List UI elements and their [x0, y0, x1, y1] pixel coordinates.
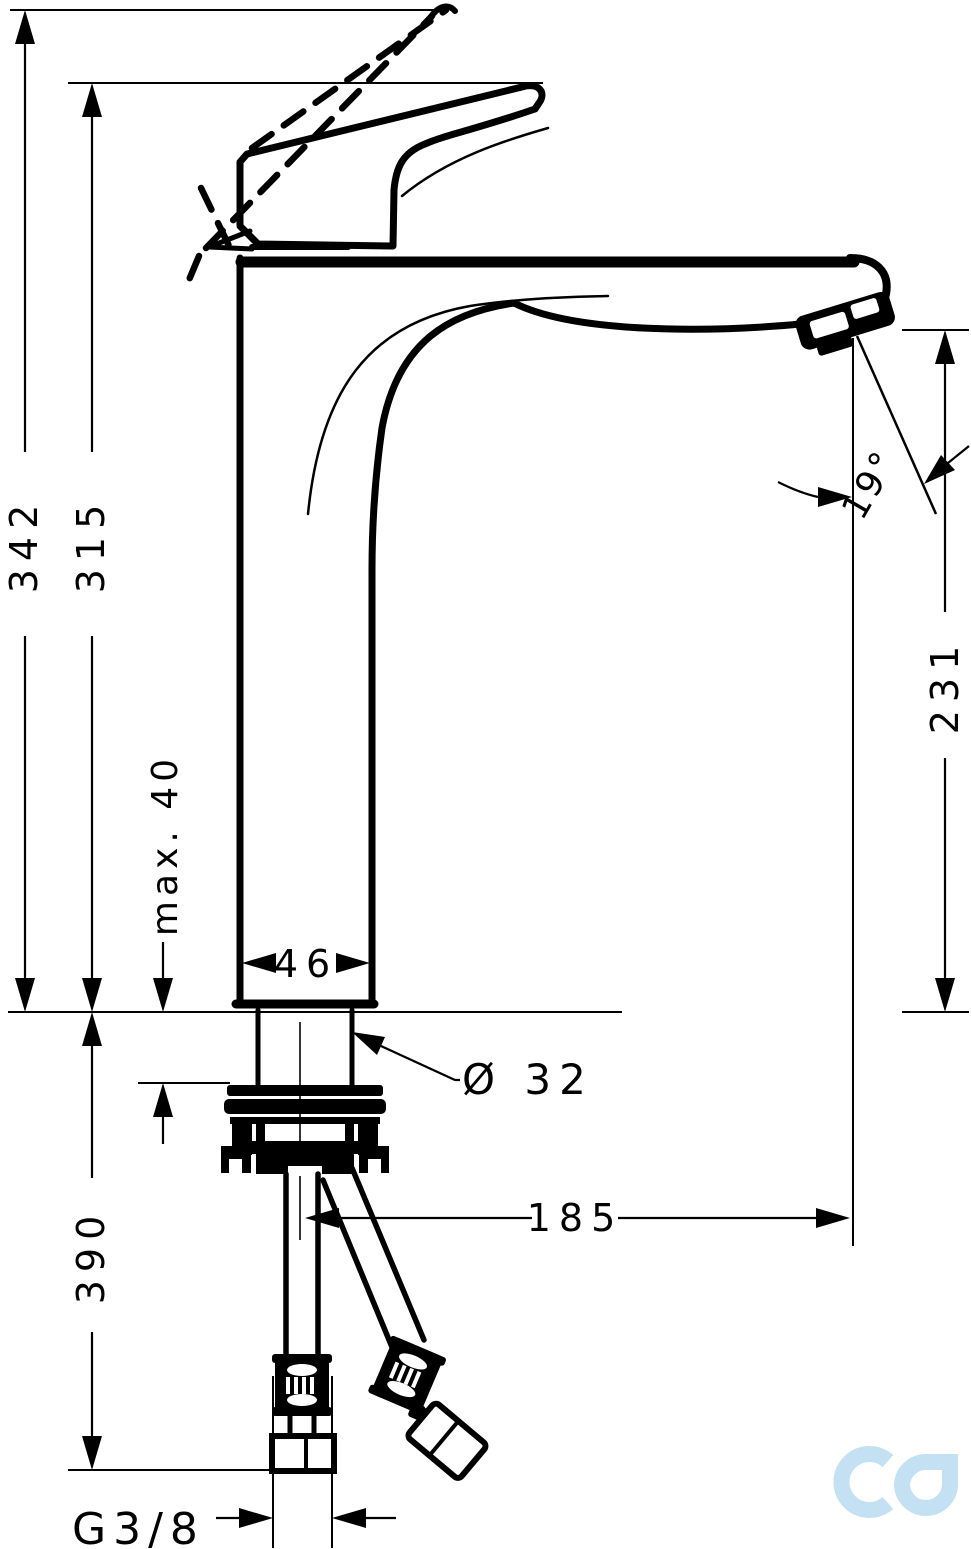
- arrow-left-185: [305, 1208, 339, 1228]
- aerator-lip: [816, 336, 854, 356]
- label-body-width: 46: [274, 942, 338, 986]
- dashed-lever-upper: [248, 6, 450, 152]
- label-connection-thread: G3/8: [72, 1504, 205, 1549]
- label-max-mounting-thickness: max. 40: [145, 754, 186, 936]
- hose-left-tube: [283, 1171, 321, 1359]
- hose-left-neck: [287, 1413, 317, 1439]
- arrow-up-342: [15, 10, 35, 44]
- arrow-up-315: [82, 83, 102, 117]
- outlet-angle-line: [855, 335, 938, 515]
- label-hole-diameter: Ø 32: [462, 1055, 594, 1104]
- dashed-base-tail: [180, 252, 203, 296]
- leader-angle-left: [777, 481, 819, 499]
- arrow-angle-left: [818, 487, 852, 507]
- label-hose-length: 390: [69, 1208, 113, 1305]
- hose-right-tube: [320, 1165, 427, 1355]
- dimension-overall-height: 342: [2, 10, 46, 1012]
- aerator-slot-2: [850, 298, 880, 319]
- handle-accent-curve: [400, 126, 550, 198]
- mounting-hardware: [221, 1085, 389, 1176]
- hose-left-braid: [272, 1354, 332, 1416]
- arrow-thread-left: [239, 1508, 273, 1528]
- arrow-up-max40: [153, 1083, 173, 1117]
- arrow-down-231: [935, 978, 955, 1012]
- watermark-c-shape: [833, 1446, 894, 1518]
- dimension-spout-reach: 185: [305, 1196, 850, 1240]
- shank-and-hardware: [221, 1007, 389, 1176]
- handle-raised-dashed: [180, 3, 458, 296]
- hose-right-braid: [368, 1335, 446, 1415]
- arrow-down-315: [82, 978, 102, 1012]
- hose-right-nut: [405, 1400, 489, 1481]
- label-outlet-height: 231: [923, 638, 967, 735]
- faucet-outline: [206, 82, 895, 1009]
- spout-accent-curve: [306, 294, 610, 516]
- arrow-up-390: [82, 1012, 102, 1046]
- label-overall-height: 342: [2, 497, 46, 594]
- arrow-up-231: [935, 330, 955, 364]
- dimension-outlet-height: 231: [923, 330, 967, 1012]
- arrow-right-46: [336, 953, 370, 973]
- arrow-down-390: [82, 1436, 102, 1470]
- arrow-right-185: [816, 1208, 850, 1228]
- extension-lines: [8, 9, 969, 1548]
- dimension-max-mounting-thickness: max. 40: [145, 754, 186, 1144]
- spout-underside: [368, 299, 816, 1006]
- aerator: [795, 291, 895, 356]
- dimension-body-width: 46: [242, 942, 370, 986]
- brand-watermark-icon: [833, 1446, 958, 1518]
- arrow-angle-right: [924, 455, 955, 484]
- threaded-shank: [255, 1007, 355, 1089]
- label-spout-reach: 185: [527, 1196, 624, 1240]
- arrow-down-max40: [153, 978, 173, 1012]
- leader-line-dia32: [380, 1045, 460, 1082]
- watermark-d-shape: [893, 1453, 958, 1517]
- arrow-left-46: [242, 953, 276, 973]
- dimension-hole-diameter: Ø 32: [352, 1032, 594, 1104]
- supply-hoses: [269, 1165, 489, 1481]
- handle-lever: [236, 82, 546, 250]
- hose-left-nut: [269, 1433, 337, 1474]
- dimension-hose-length: 390: [69, 1012, 113, 1470]
- arrow-thread-right: [332, 1508, 366, 1528]
- dashed-lever-lower: [202, 12, 436, 252]
- dimension-connection-thread: G3/8: [72, 1504, 396, 1549]
- dashed-base-edge: [197, 184, 235, 254]
- label-outlet-angle: 19°: [834, 443, 906, 527]
- arrow-dia32: [352, 1032, 385, 1055]
- dashed-lever-tip: [427, 3, 458, 21]
- dimension-body-height: 315: [69, 83, 113, 1012]
- aerator-slot-1: [809, 311, 849, 339]
- label-body-height: 315: [69, 497, 113, 594]
- leader-angle-right: [947, 445, 970, 464]
- dimension-outlet-angle: 19°: [777, 443, 970, 527]
- arrow-down-342: [15, 978, 35, 1012]
